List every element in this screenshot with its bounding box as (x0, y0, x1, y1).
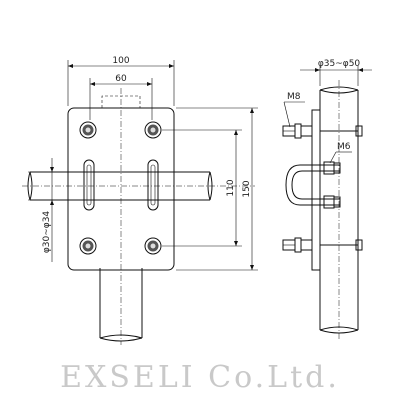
slot-right (147, 159, 159, 211)
label-m6: M6 (337, 142, 351, 152)
vertical-pipe (99, 88, 143, 345)
bolt-bottom-left (79, 237, 97, 255)
dim-pole-diameter-label: φ35~φ50 (318, 59, 361, 69)
dim-plate-height-label: 150 (242, 180, 252, 197)
leader-m8: M8 (283, 92, 305, 128)
slot-left (83, 159, 95, 211)
dimension-slot-length: 110 (162, 129, 242, 247)
leader-m6: M6 (329, 142, 352, 164)
mounting-plate (67, 107, 175, 271)
plate-side (311, 109, 321, 271)
dimension-bolt-spacing: 60 (89, 74, 153, 120)
bolt-m8-bottom (282, 237, 363, 253)
dim-bolt-spacing-label: 60 (115, 74, 127, 84)
dim-slot-length-label: 110 (226, 179, 236, 196)
front-view: 100 60 110 150 (22, 56, 258, 345)
dimension-pipe-diameter: φ30~φ34 (28, 158, 56, 262)
side-view: φ35~φ50 M8 M6 (282, 59, 372, 340)
dim-plate-width-label: 100 (112, 56, 129, 66)
u-bolt (285, 161, 341, 209)
bolt-bottom-right (144, 237, 162, 255)
dimension-plate-height: 150 (176, 107, 258, 271)
bolt-m8-top (282, 123, 363, 139)
horizontal-pipe (22, 171, 255, 201)
bolt-top-right (144, 121, 162, 139)
company-watermark: EXSELI Co.Ltd. (60, 360, 340, 395)
pole (319, 80, 359, 340)
label-m8: M8 (287, 92, 301, 102)
dimension-pole-diameter: φ35~φ50 (300, 59, 372, 86)
dim-pipe-diameter-label: φ30~φ34 (42, 211, 52, 254)
dimension-plate-width: 100 (67, 56, 175, 106)
bolt-top-left (79, 121, 97, 139)
